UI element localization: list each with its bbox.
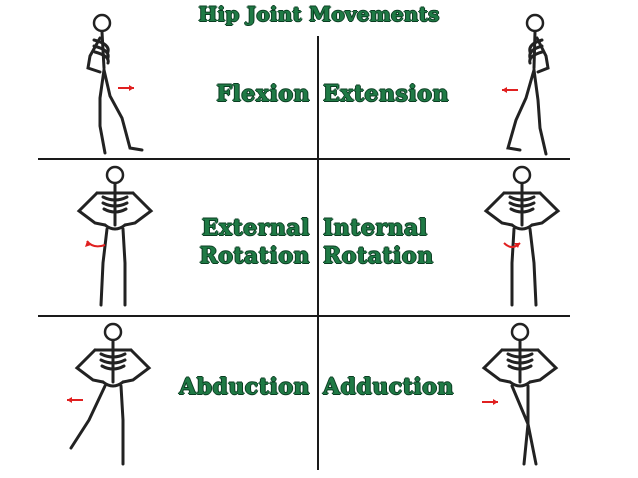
- diagram-title: Hip Joint Movements: [198, 2, 440, 26]
- vertical-divider: [317, 36, 319, 470]
- label-external-line2: Rotation: [199, 243, 310, 269]
- horizontal-divider-2: [38, 315, 570, 317]
- label-internal-rotation: Internal Rotation: [323, 214, 434, 270]
- label-internal-line1: Internal: [323, 215, 428, 241]
- horizontal-divider-1: [38, 158, 570, 160]
- label-adduction: Adduction: [323, 374, 454, 400]
- skeleton-abduction-icon: [67, 322, 152, 466]
- skeleton-external-rotation-icon: [76, 165, 154, 307]
- label-extension: Extension: [323, 81, 449, 107]
- label-external-rotation: External Rotation: [150, 214, 310, 270]
- label-external-line1: External: [201, 215, 310, 241]
- label-internal-line2: Rotation: [323, 243, 434, 269]
- label-flexion: Flexion: [216, 81, 310, 107]
- skeleton-internal-rotation-icon: [483, 165, 561, 307]
- skeleton-flexion-icon: [86, 13, 144, 155]
- skeleton-adduction-icon: [481, 322, 559, 466]
- skeleton-extension-icon: [502, 13, 550, 156]
- label-abduction: Abduction: [179, 374, 310, 400]
